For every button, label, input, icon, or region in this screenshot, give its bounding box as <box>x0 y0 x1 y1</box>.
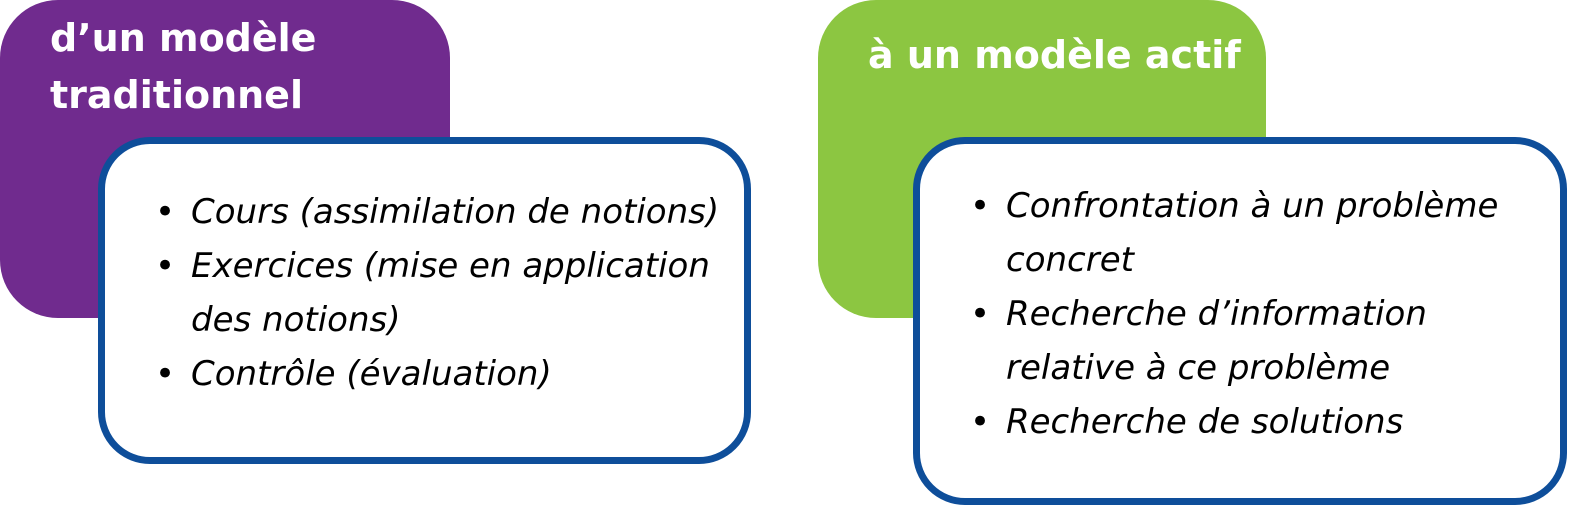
list-item-text: Recherche d’information relative à ce pr… <box>1006 294 1427 388</box>
bullet-icon: • <box>155 192 176 232</box>
bullet-icon: • <box>155 246 176 286</box>
traditional-model-card: • Cours (assimilation de notions) • Exerci… <box>98 137 751 464</box>
list-item-text: Confrontation à un problème concret <box>1006 186 1499 280</box>
active-model-card: • Confrontation à un problème concret • Re… <box>913 137 1567 505</box>
active-model-list: • Confrontation à un problème concret • Re… <box>970 179 1540 449</box>
list-item: • Exercices (mise en application des noti… <box>155 239 725 347</box>
list-item: • Confrontation à un problème concret <box>970 179 1540 287</box>
list-item-text: Cours (assimilation de notions) <box>191 192 720 232</box>
bullet-icon: • <box>970 402 991 442</box>
bullet-icon: • <box>970 294 991 334</box>
traditional-model-title: d’un modèle traditionnel <box>50 16 317 117</box>
list-item: • Cours (assimilation de notions) <box>155 185 725 239</box>
list-item: • Contrôle (évaluation) <box>155 347 725 401</box>
list-item: • Recherche d’information relative à ce p… <box>970 287 1540 395</box>
bullet-icon: • <box>155 354 176 394</box>
list-item-text: Exercices (mise en application des notio… <box>191 246 710 340</box>
active-model-title: à un modèle actif <box>868 33 1241 77</box>
bullet-icon: • <box>970 186 991 226</box>
traditional-model-list: • Cours (assimilation de notions) • Exerci… <box>155 185 725 401</box>
list-item: • Recherche de solutions <box>970 395 1540 449</box>
list-item-text: Contrôle (évaluation) <box>191 354 552 394</box>
list-item-text: Recherche de solutions <box>1006 402 1404 442</box>
